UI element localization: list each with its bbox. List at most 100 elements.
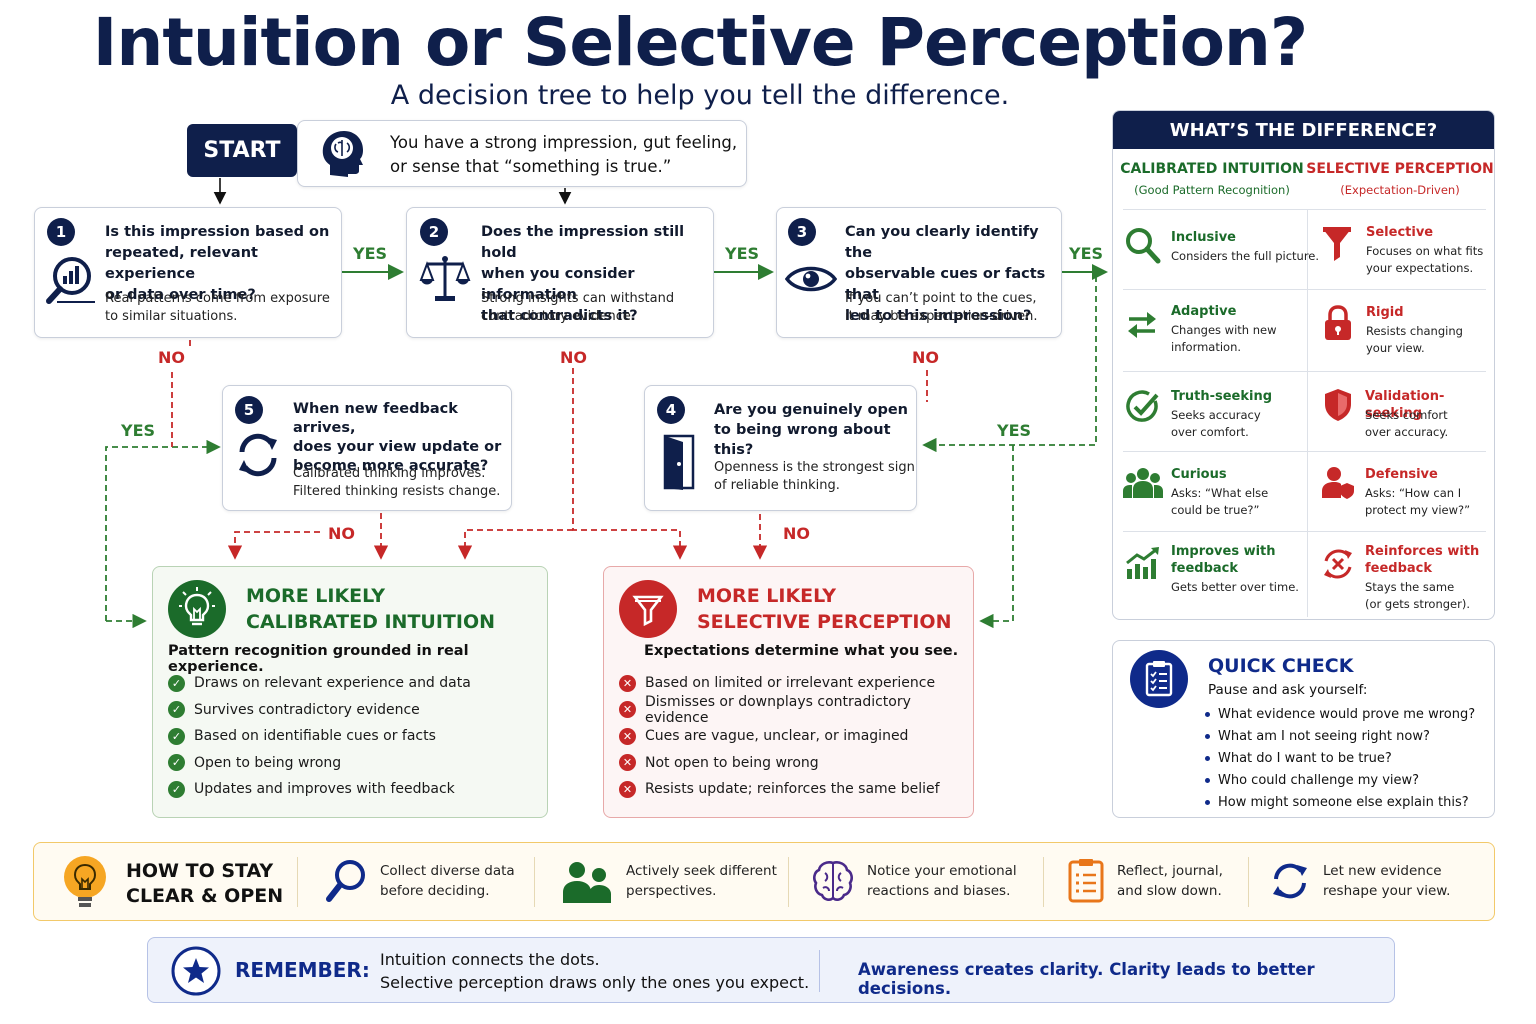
shield-icon (1325, 389, 1351, 421)
trait-description: Resists changing (1366, 324, 1463, 338)
quick-check-title: QUICK CHECK (1208, 655, 1354, 677)
step-note-line: Real patterns come from exposure (105, 291, 330, 306)
check-icon: ✓ (168, 674, 185, 692)
row-divider (1123, 531, 1486, 532)
row-divider (1123, 371, 1486, 372)
step-question-line: that contradicts it? (481, 308, 638, 324)
trait-title: Adaptive (1171, 304, 1237, 319)
magnifier-icon (326, 860, 365, 902)
divider (1248, 857, 1249, 907)
step-question-line: to being wrong about this? (714, 422, 891, 458)
funnel-icon (619, 580, 677, 638)
stay-item-line: reactions and biases. (867, 883, 1011, 899)
outcome-title-line: MORE LIKELY (697, 585, 837, 607)
list-item: What am I not seeing right now? (1205, 725, 1475, 747)
magnifier-icon (1126, 228, 1161, 264)
trait-description: protect my view?” (1365, 503, 1471, 517)
x-icon: ✕ (619, 701, 636, 719)
remember-line: Selective perception draws only the ones… (380, 973, 810, 992)
selective-list: ✕Based on limited or irrelevant experien… (619, 670, 973, 803)
row-divider (1123, 209, 1486, 210)
trait-title: Defensive (1365, 467, 1438, 482)
scales-icon (419, 256, 471, 301)
growth-chart-icon (1126, 547, 1159, 579)
eye-icon (785, 266, 837, 292)
trait-description: your view. (1366, 341, 1425, 355)
difference-title: WHAT’S THE DIFFERENCE? (1113, 111, 1494, 149)
outcome-title-line: MORE LIKELY (246, 585, 386, 607)
x-icon: ✕ (619, 754, 636, 772)
divider (297, 857, 298, 907)
outcome-title-line: CALIBRATED INTUITION (246, 611, 496, 633)
step-note-line: it may be expectation-driven. (845, 309, 1038, 324)
divider (819, 950, 820, 992)
lock-icon (1325, 305, 1351, 340)
trait-description: over comfort. (1171, 425, 1249, 439)
yes-label: YES (1069, 244, 1104, 263)
stay-item-line: perspectives. (626, 883, 717, 899)
trait-description: Stays the same (1365, 580, 1455, 594)
step-note-line: Openness is the strongest sign (714, 460, 915, 475)
column-divider (1307, 209, 1308, 617)
stay-item-line: Notice your emotional (867, 863, 1017, 879)
stay-item-line: reshape your view. (1323, 883, 1451, 899)
stay-clear-title-line: HOW TO STAY (126, 860, 274, 882)
check-icon: ✓ (168, 754, 185, 772)
trait-description: Considers the full picture. (1171, 249, 1320, 263)
step-note-line: of reliable thinking. (714, 478, 840, 493)
start-text-line1: You have a strong impression, gut feelin… (390, 133, 738, 152)
trait-title: Validation-seeking (1365, 389, 1445, 421)
quick-check-panel: QUICK CHECK Pause and ask yourself: What… (1112, 640, 1495, 818)
outcome-calibrated-card: MORE LIKELY CALIBRATED INTUITION Pattern… (152, 566, 548, 818)
check-icon: ✓ (168, 727, 185, 745)
step-question-line: Are you genuinely open (714, 402, 908, 418)
trait-description: Focuses on what fits (1366, 244, 1484, 258)
refresh-icon (1273, 863, 1307, 899)
stay-item-line: Let new evidence (1323, 863, 1442, 879)
step-3-card: 3 Can you clearly identify the observabl… (776, 207, 1062, 338)
list-item: ✓Updates and improves with feedback (168, 776, 471, 803)
step-question-line: does your view update or (293, 439, 502, 455)
step-5-card: 5 When new feedback arrives, does your v… (222, 385, 512, 511)
trait-title: Rigid (1366, 305, 1404, 320)
trait-title: feedback (1171, 561, 1239, 576)
star-icon (171, 946, 221, 996)
difference-panel: WHAT’S THE DIFFERENCE? CALIBRATED INTUIT… (1112, 110, 1495, 620)
outcome-subtitle: Expectations determine what you see. (644, 643, 959, 659)
step-2-card: 2 Does the impression still hold when yo… (406, 207, 714, 338)
check-icon: ✓ (168, 780, 185, 798)
step-question-line: repeated, relevant experience (105, 245, 258, 282)
step-note-line: If you can’t point to the cues, (845, 291, 1037, 306)
step-1-card: 1 Is this impression based on repeated, … (34, 207, 342, 338)
list-item: ✓Based on identifiable cues or facts (168, 723, 471, 750)
step-question-line: Is this impression based on (105, 224, 330, 240)
trait-description: Seeks comfort (1365, 408, 1448, 422)
step-note-line: to similar situations. (105, 309, 238, 324)
step-question-line: when you consider information (481, 266, 635, 303)
trait-description: your expectations. (1366, 261, 1474, 275)
list-item: Who could challenge my view? (1205, 769, 1475, 791)
magnifier-chart-icon (46, 257, 95, 304)
refresh-icon (239, 433, 277, 477)
row-divider (1123, 289, 1486, 290)
step-4-card: 4 Are you genuinely open to being wrong … (644, 385, 917, 511)
trait-title: Reinforces with (1365, 544, 1480, 559)
list-item: What do I want to be true? (1205, 747, 1475, 769)
list-item: ✕Based on limited or irrelevant experien… (619, 670, 973, 697)
start-badge: START (187, 124, 297, 177)
trait-description: Asks: “How can I (1365, 486, 1462, 500)
trait-title: Truth-seeking (1171, 389, 1273, 404)
trait-title: Improves with (1171, 544, 1276, 559)
list-item: ✕Cues are vague, unclear, or imagined (619, 723, 973, 750)
step-note-line: contradictory evidence. (481, 309, 636, 324)
clipboard-icon (1130, 650, 1188, 708)
trait-description: Changes with new (1171, 323, 1277, 337)
brain-icon (813, 861, 853, 901)
stay-item-line: and slow down. (1117, 883, 1222, 899)
list-item: ✓Draws on relevant experience and data (168, 670, 471, 697)
step-question-line: become more accurate? (293, 458, 489, 474)
x-icon: ✕ (619, 780, 636, 798)
divider (534, 857, 535, 907)
step-question-line: observable cues or facts that (845, 266, 1046, 303)
